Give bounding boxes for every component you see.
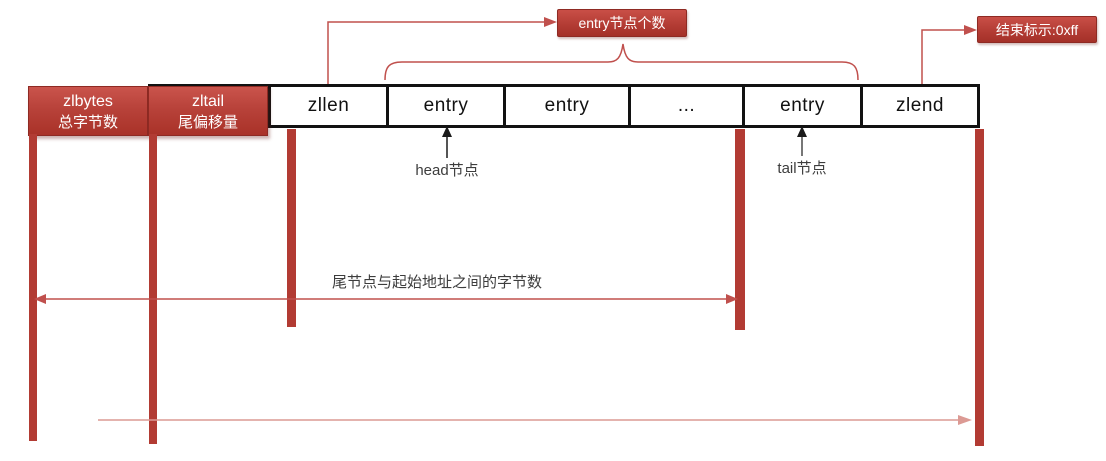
arrowhead-measure-left	[34, 294, 46, 304]
cell-divider	[742, 87, 745, 125]
arrowhead-end-marker	[964, 25, 977, 35]
marker-bar-zllen	[287, 129, 296, 327]
zltail-sublabel: 尾偏移量	[177, 114, 238, 131]
cell-divider	[628, 87, 631, 125]
zllen-to-entry-count-connector	[327, 21, 544, 84]
cell-zllen: zllen	[307, 95, 350, 116]
zlbytes-sublabel: 总字节数	[57, 114, 118, 131]
box-zltail: zltail 尾偏移量	[148, 86, 268, 136]
cell-entry-tail: entry	[780, 95, 825, 116]
box-zlbytes: zlbytes 总字节数	[28, 86, 148, 136]
marker-bar-zlbytes-start	[29, 134, 37, 441]
cell-divider	[503, 87, 506, 125]
cell-divider	[860, 87, 863, 125]
arrowhead-entry-count	[544, 17, 557, 27]
cell-entry: entry	[544, 95, 590, 116]
entries-brace	[384, 43, 859, 81]
zlbytes-label: zlbytes	[63, 93, 113, 110]
cell-divider	[386, 87, 389, 125]
zltail-label: zltail	[191, 93, 224, 110]
ziplist-cell-row: zllen entry entry ... entry zlend	[148, 84, 980, 128]
callout-end-marker: 结束标示:0xff	[977, 16, 1097, 43]
marker-bar-tail-entry	[735, 129, 745, 330]
cell-zlend: zlend	[896, 95, 944, 116]
arrowhead-measure-right	[726, 294, 738, 304]
marker-bar-zlend	[975, 129, 984, 446]
callout-entry-count: entry节点个数	[557, 9, 687, 37]
cell-ellipsis: ...	[677, 95, 696, 116]
tail-offset-label: 尾节点与起始地址之间的字节数	[332, 274, 543, 291]
head-node-label: head节点	[415, 162, 479, 179]
arrowhead-full-span-right	[958, 415, 972, 425]
cell-entry-head: entry	[423, 95, 469, 116]
zlend-to-end-marker-connector	[921, 29, 964, 84]
tail-node-label: tail节点	[777, 160, 827, 177]
cell-divider	[268, 87, 271, 125]
marker-bar-zltail-start	[149, 134, 157, 444]
